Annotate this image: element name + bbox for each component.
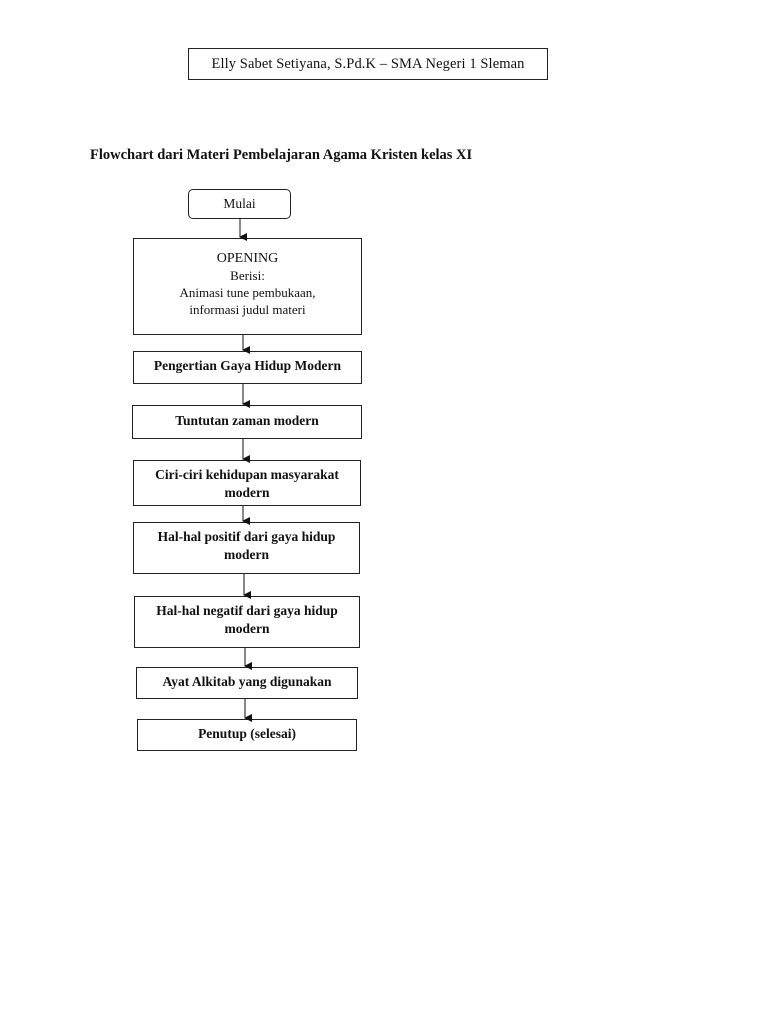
flow-node-step-4: Hal-hal positif dari gaya hidup modern	[133, 522, 360, 574]
flow-node-step-4-label: Hal-hal positif dari gaya hidup modern	[157, 529, 336, 562]
flow-node-opening: OPENING Berisi: Animasi tune pembukaan, …	[133, 238, 362, 335]
flow-node-step-5-label: Hal-hal negatif dari gaya hidup modern	[156, 603, 338, 636]
flow-node-step-1: Pengertian Gaya Hidup Modern	[133, 351, 362, 384]
flow-node-start: Mulai	[188, 189, 291, 219]
flow-node-step-2-label: Tuntutan zaman modern	[175, 413, 319, 428]
flow-node-step-6-label: Ayat Alkitab yang digunakan	[162, 674, 332, 689]
opening-label: Berisi:	[230, 268, 265, 283]
flow-node-step-5: Hal-hal negatif dari gaya hidup modern	[134, 596, 360, 648]
author-header-text: Elly Sabet Setiyana, S.Pd.K – SMA Negeri…	[211, 55, 525, 72]
opening-title: OPENING	[216, 251, 279, 266]
flow-node-step-2: Tuntutan zaman modern	[132, 405, 362, 439]
flow-node-step-3-label: Ciri-ciri kehidupan masyarakat modern	[155, 467, 339, 500]
flow-node-end-label: Penutup (selesai)	[198, 726, 296, 741]
document-title: Flowchart dari Materi Pembelajaran Agama…	[90, 147, 473, 163]
flow-node-start-label: Mulai	[223, 196, 256, 211]
flow-node-step-1-label: Pengertian Gaya Hidup Modern	[153, 358, 342, 373]
flow-node-step-3: Ciri-ciri kehidupan masyarakat modern	[133, 460, 361, 506]
author-header-box: Elly Sabet Setiyana, S.Pd.K – SMA Negeri…	[188, 48, 548, 80]
opening-description: Animasi tune pembukaan, informasi judul …	[179, 285, 316, 317]
flow-node-step-6: Ayat Alkitab yang digunakan	[136, 667, 358, 699]
